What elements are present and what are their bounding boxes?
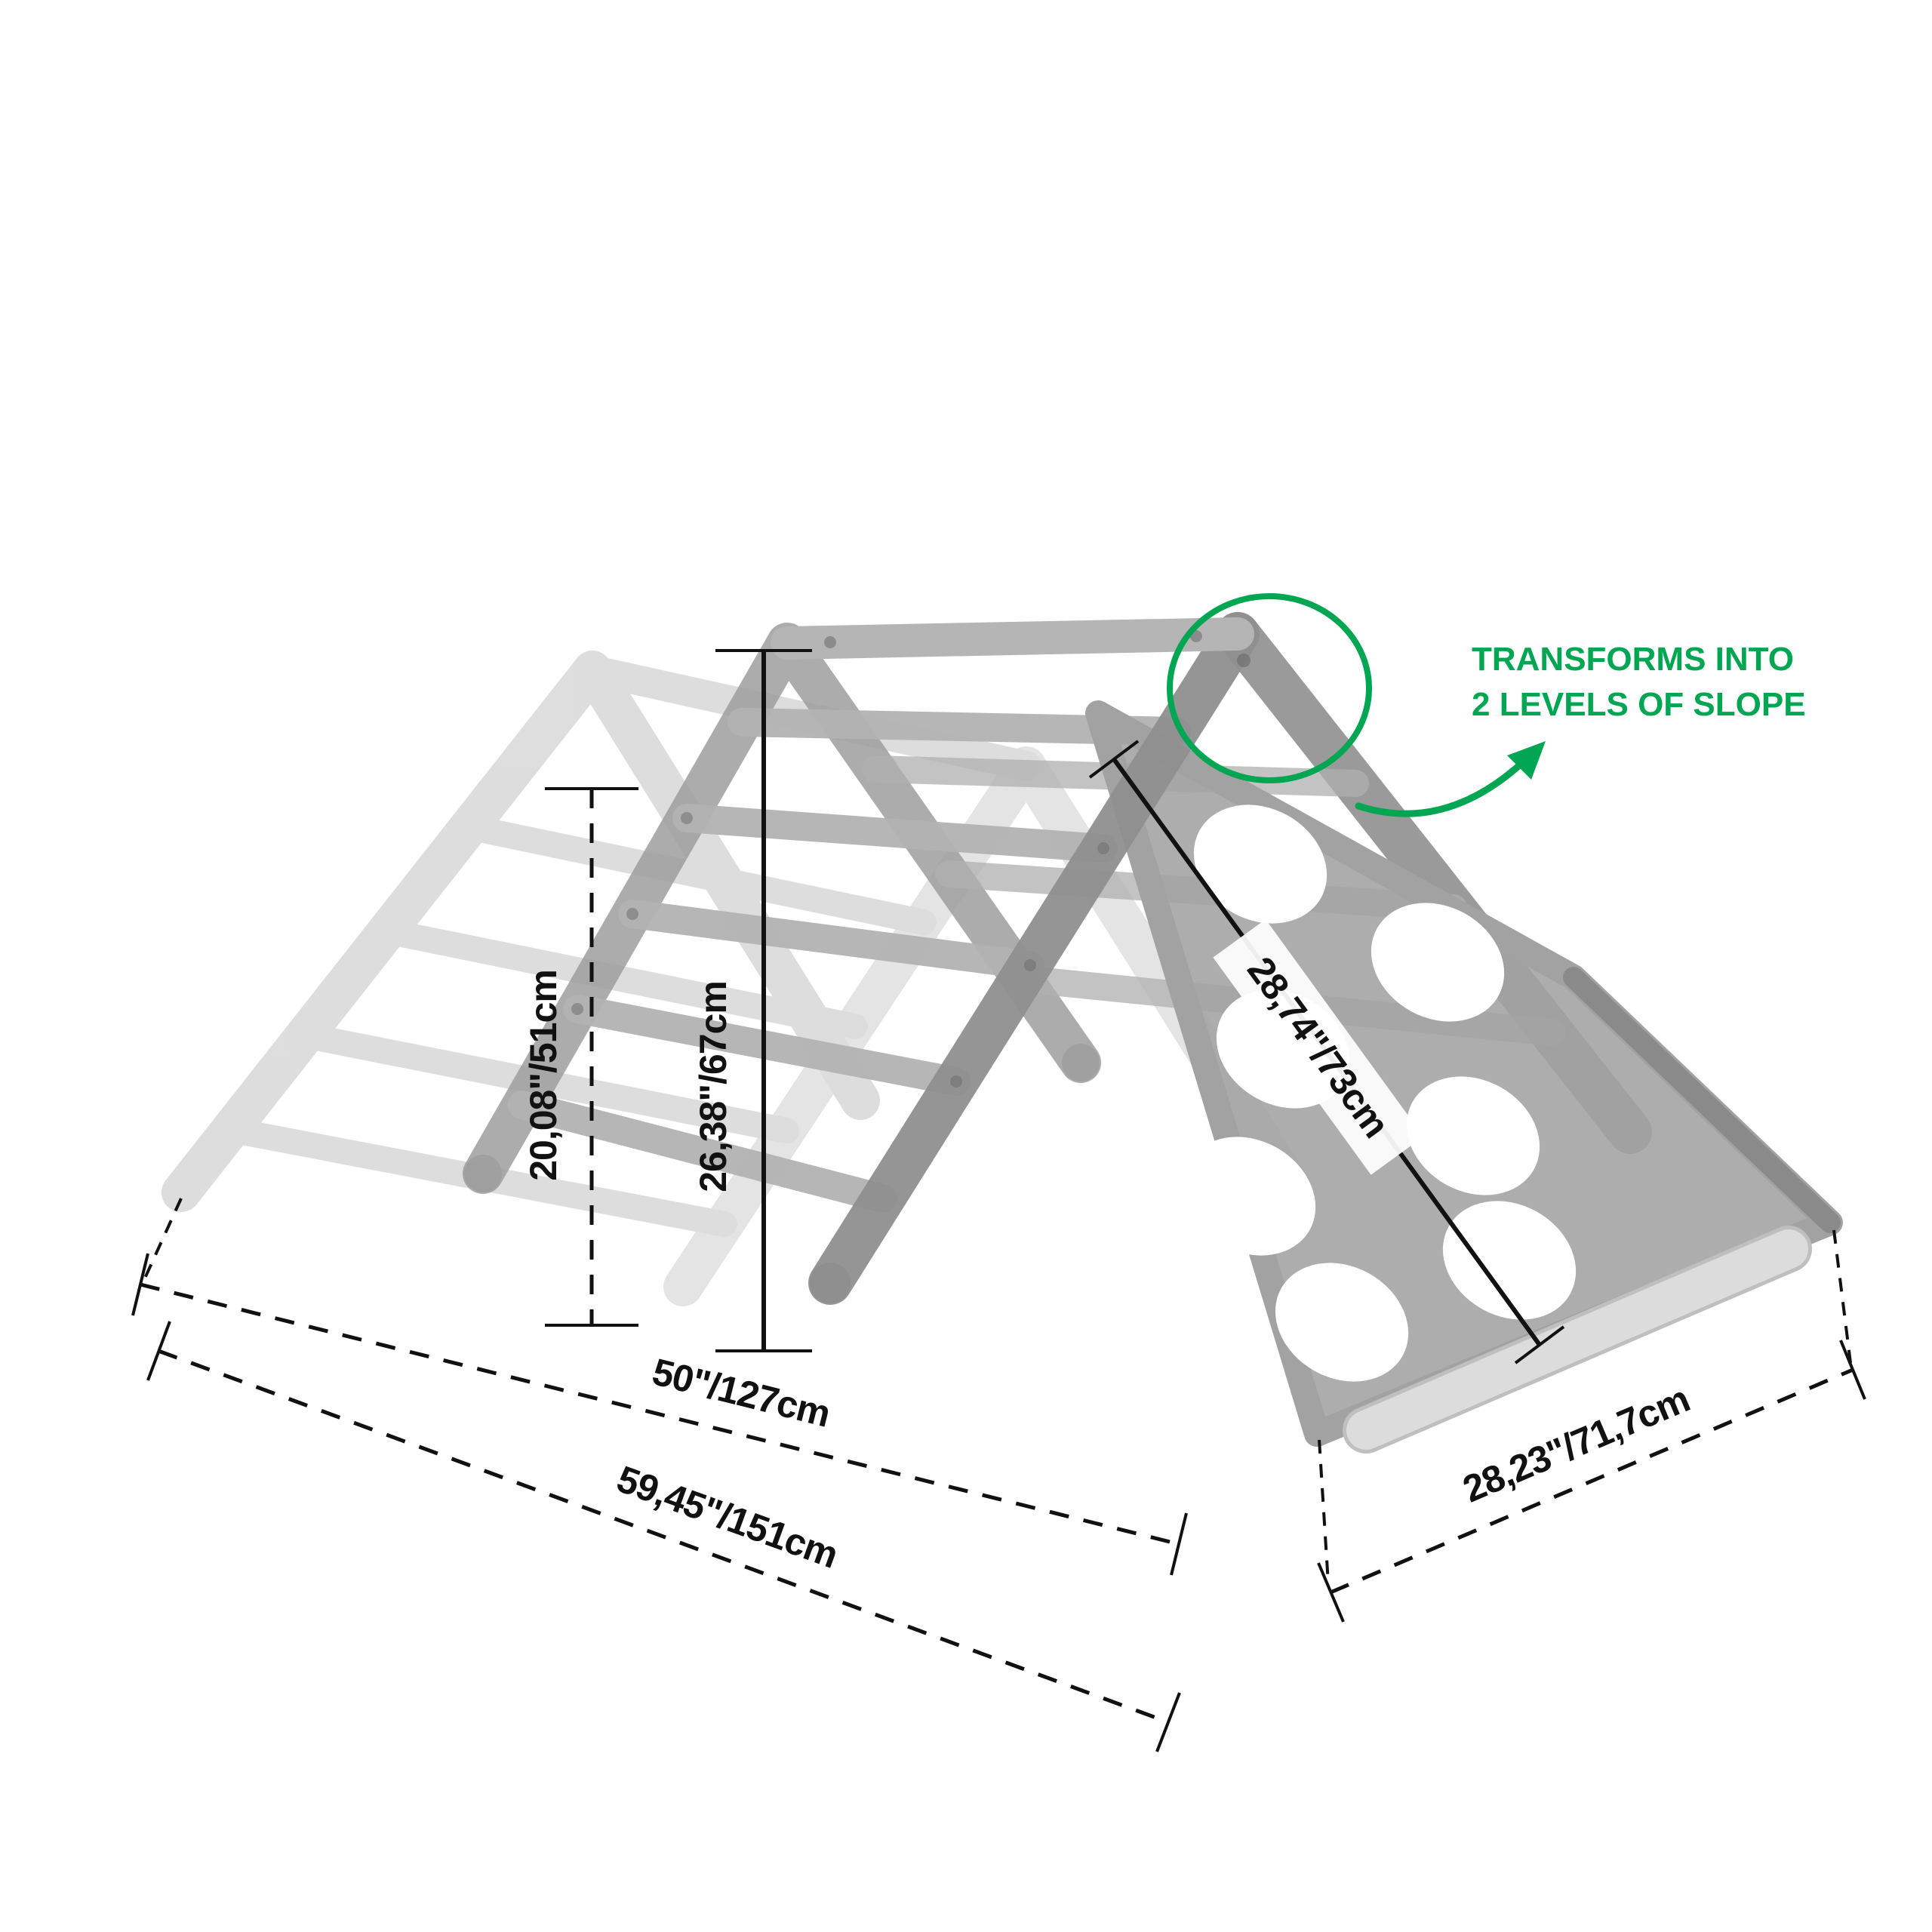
curved-arrow: [1355, 757, 1528, 817]
near-panel-foot-left: [810, 1263, 851, 1303]
ghost-rung-1: [457, 814, 937, 935]
dim-label-high-height: 26,38"/67cm: [692, 981, 734, 1192]
ramp-label-background: [1213, 919, 1424, 1175]
label-base-length-group: 50"/127cm: [648, 1350, 834, 1435]
annotation-text-line2: 2 LEVELS OF SLOPE: [1472, 686, 1806, 723]
ghost-foot-left: [163, 1174, 199, 1211]
ladder-rung-3: [618, 900, 1044, 980]
dim-line-ramp-width: [1330, 1367, 1854, 1595]
label-high-height-group: 26,38"/67cm: [692, 981, 734, 1192]
bolt-bar-far: [824, 636, 836, 648]
dim-tick-base-end: [1170, 1512, 1188, 1576]
bolt-farleg-2: [626, 908, 638, 920]
far-panel-foot-left: [464, 1155, 502, 1192]
dim-tick-rampwidth-start: [1317, 1562, 1345, 1623]
dim-extension-ramp-left: [1318, 1439, 1330, 1584]
dim-tick-total-end: [1155, 1692, 1181, 1752]
near-panel-left-leg: [808, 612, 1260, 1305]
arrow-head-icon: [1507, 741, 1546, 780]
dim-line-total-length: [158, 1349, 1169, 1724]
ramp-hole-5: [1182, 1137, 1316, 1256]
bolt-farleg-3: [571, 1003, 583, 1015]
dim-tick-total-start: [146, 1321, 171, 1381]
ghost-far-panel: [162, 651, 880, 1212]
annotation-text-line1: TRANSFORMS INTO: [1472, 641, 1794, 678]
bolt-leg-3: [950, 1075, 962, 1088]
ramp-roller: [1346, 1229, 1808, 1450]
dim-extension-left: [142, 1198, 183, 1282]
label-low-height-group: 20,08"/51cm: [522, 970, 565, 1181]
dim-tick-ramplen-start: [1088, 740, 1140, 779]
ramp-hole-7: [1275, 1263, 1409, 1382]
highlight-circle: [1167, 593, 1372, 783]
ladder-rung-2: [672, 804, 1118, 863]
transform-annotation-group: TRANSFORMS INTO 2 LEVELS OF SLOPE: [1167, 593, 1806, 817]
dim-line-base-length: [140, 1282, 1180, 1546]
dim-tick-base-start: [131, 1253, 149, 1316]
ramp-group: [1085, 700, 1843, 1454]
bolt-farleg-1: [681, 812, 693, 824]
ramp-hole-4: [1406, 1076, 1540, 1195]
ramp-edge-thickness: [1563, 967, 1841, 1233]
dim-tick-ramplen-end: [1514, 1325, 1565, 1364]
ramp-hole-2: [1371, 903, 1505, 1022]
bolt-apex: [1237, 654, 1251, 667]
ghost-rung-2: [374, 918, 868, 1039]
dim-label-base-length: 50"/127cm: [648, 1350, 834, 1435]
ladder-rung-4: [563, 995, 971, 1096]
top-handle-bar: [771, 617, 1254, 660]
far-panel-foot-right: [1062, 1044, 1100, 1081]
near-panel-front-group: [571, 612, 1260, 1305]
ladder-rung-5: [508, 1091, 897, 1213]
dim-label-low-height: 20,08"/51cm: [522, 970, 565, 1181]
ramp-hole-1: [1193, 804, 1327, 924]
ramp-hole-6: [1442, 1201, 1577, 1320]
dim-tick-rampwidth-end: [1839, 1340, 1866, 1400]
bolt-leg-1: [1097, 842, 1109, 854]
ghost-foot-right: [842, 1082, 878, 1118]
bolt-leg-2: [1024, 959, 1036, 971]
